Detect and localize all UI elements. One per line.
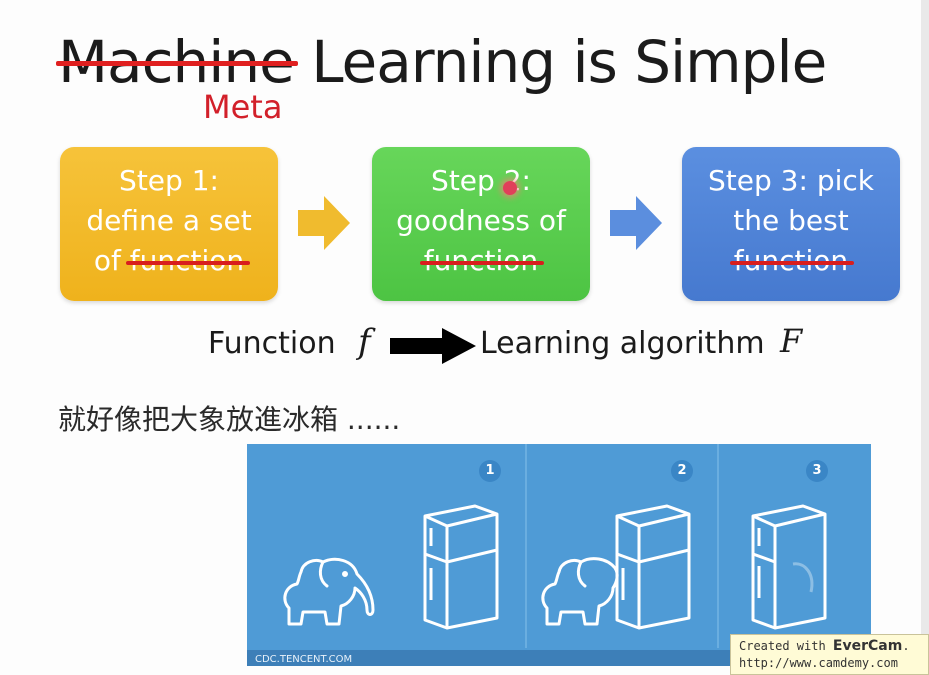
title-replacement-word: Meta <box>203 88 283 126</box>
watermark-prefix: Created with <box>739 639 833 653</box>
right-arrow-icon <box>298 196 350 250</box>
panel-number-1: 1 <box>479 460 501 482</box>
slide-title: Machine Learning is Simple <box>56 28 827 98</box>
image-credit: CDC.TENCENT.COM <box>255 654 353 665</box>
analogy-text: 就好像把大象放進冰箱 ...... <box>58 403 401 436</box>
panel-number-2: 2 <box>671 460 693 482</box>
elephant-fridge-illustration: 1 2 3 <box>247 444 871 666</box>
step-1-line-2: define a set <box>86 204 252 237</box>
watermark-suffix: . <box>902 639 910 653</box>
title-rest: Learning is Simple <box>311 28 827 96</box>
step-3-line-3: function <box>682 241 900 281</box>
step-3-line-1: Step 3: pick <box>708 164 874 197</box>
step-2-struck-word: function <box>419 241 545 281</box>
step-3-struck-word: function <box>729 241 855 281</box>
black-arrow-icon <box>390 328 476 364</box>
step-1-struck-word: function <box>125 241 251 281</box>
step-2-line-3: function <box>372 241 590 281</box>
step-1-box: Step 1: define a set of function <box>60 147 278 301</box>
evercam-watermark: Created with EverCam. http://www.camdemy… <box>730 634 929 675</box>
learning-algorithm-symbol: F <box>780 322 803 360</box>
learning-algorithm-label: Learning algorithm <box>480 326 765 361</box>
step-1-line-3-prefix: of <box>93 244 130 277</box>
illustration-footer <box>247 650 871 666</box>
step-1-line-3: of function <box>60 241 278 281</box>
step-2-box: Step 2: goodness of function <box>372 147 590 301</box>
laser-pointer-dot <box>503 181 517 195</box>
step-3-line-2: the best <box>733 204 849 237</box>
slide-edge <box>921 0 929 675</box>
title-struck-word: Machine <box>56 28 298 96</box>
step-1-line-1: Step 1: <box>119 164 219 197</box>
watermark-brand: EverCam <box>832 638 903 654</box>
step-3-box: Step 3: pick the best function <box>682 147 900 301</box>
panel-divider <box>717 444 719 648</box>
elephant-icon <box>283 557 375 626</box>
panel-divider <box>525 444 527 648</box>
panel-number-3: 3 <box>806 460 828 482</box>
step-2-line-1: Step 2: <box>431 164 531 197</box>
fridge-icon <box>423 504 499 630</box>
function-label: Function <box>208 326 336 361</box>
watermark-line-1: Created with EverCam. <box>739 638 928 655</box>
fridge-icon <box>615 504 691 630</box>
step-2-line-2: goodness of <box>396 204 566 237</box>
watermark-url: http://www.camdemy.com <box>739 656 898 670</box>
function-symbol: f <box>358 322 371 362</box>
right-arrow-icon <box>610 196 662 250</box>
fridge-closed-icon <box>751 504 827 630</box>
